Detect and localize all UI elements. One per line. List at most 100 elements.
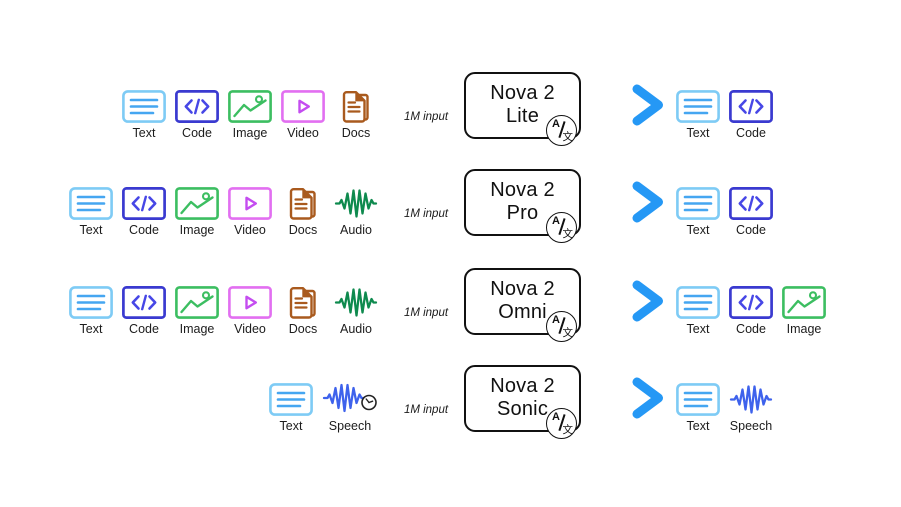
text-icon	[269, 381, 313, 417]
modality-label: Video	[234, 223, 266, 237]
image-icon	[175, 284, 219, 320]
audio-modality: Audio	[334, 167, 378, 237]
audio-icon	[334, 284, 378, 320]
modality-label: Code	[736, 126, 766, 140]
modality-label: Text	[686, 223, 710, 237]
translate-badge-icon: A 文	[546, 211, 577, 243]
audio-modality: Audio	[334, 266, 378, 336]
video-modality: Video	[281, 70, 325, 140]
text-modality: Text	[676, 167, 720, 237]
text-modality: Text	[676, 266, 720, 336]
code-modality: Code	[122, 266, 166, 336]
text-modality: Text	[269, 363, 313, 433]
modality-label: Image	[179, 223, 215, 237]
docs-icon	[334, 88, 378, 124]
modality-label: Text	[686, 126, 710, 140]
model-name-line2: Pro	[506, 202, 539, 224]
modality-label: Speech	[729, 419, 773, 433]
modality-label: Text	[279, 419, 303, 433]
model-box: Nova 2 Lite A 文	[464, 71, 581, 146]
modality-label: Speech	[328, 419, 372, 433]
docs-icon	[281, 185, 325, 221]
code-modality: Code	[175, 70, 219, 140]
input-modalities: Text Code Image Video Docs Audio	[0, 167, 378, 237]
model-box: Nova 2 Omni A 文	[464, 267, 581, 342]
output-modalities: Text Code	[676, 167, 773, 237]
output-modalities: Text Code Image	[676, 266, 826, 336]
code-icon	[122, 284, 166, 320]
badge-letter: A	[552, 313, 560, 326]
text-modality: Text	[676, 363, 720, 433]
text-icon	[676, 185, 720, 221]
code-icon	[729, 185, 773, 221]
text-icon	[676, 284, 720, 320]
modality-label: Text	[79, 322, 103, 336]
input-line-graphic	[388, 298, 464, 304]
model-name-line1: Nova 2	[490, 178, 555, 201]
modality-label: Image	[786, 322, 822, 336]
docs-modality: Docs	[281, 167, 325, 237]
modality-label: Docs	[341, 126, 371, 140]
badge-letter: A	[552, 117, 560, 130]
model-box: Nova 2 Sonic A 文	[464, 364, 581, 439]
text-icon	[122, 88, 166, 124]
model-name-line2: Sonic	[496, 398, 549, 420]
input-line: 1M input	[388, 100, 464, 123]
modality-label: Video	[234, 322, 266, 336]
image-modality: Image	[228, 70, 272, 140]
docs-modality: Docs	[281, 266, 325, 336]
video-modality: Video	[228, 266, 272, 336]
video-icon	[228, 185, 272, 221]
modality-label: Code	[129, 223, 159, 237]
text-modality: Text	[122, 70, 166, 140]
code-modality: Code	[122, 167, 166, 237]
output-modalities: Text Speech	[676, 363, 773, 433]
badge-char: 文	[562, 326, 574, 339]
input-line-label: 1M input	[403, 404, 449, 416]
video-icon	[228, 284, 272, 320]
speech-icon	[729, 381, 773, 417]
output-arrow-icon	[582, 376, 671, 420]
text-icon	[69, 185, 113, 221]
model-name-line1: Nova 2	[490, 81, 555, 104]
image-icon	[228, 88, 272, 124]
speech-modality: Speech	[729, 363, 773, 433]
modality-label: Docs	[288, 223, 318, 237]
text-modality: Text	[676, 70, 720, 140]
modality-label: Audio	[340, 322, 372, 336]
output-arrow-icon	[582, 83, 671, 127]
modality-label: Text	[79, 223, 103, 237]
docs-modality: Docs	[334, 70, 378, 140]
text-modality: Text	[69, 266, 113, 336]
speech-timed-icon	[322, 381, 378, 417]
input-line-graphic	[388, 199, 464, 205]
modality-label: Docs	[288, 322, 318, 336]
model-name-line1: Nova 2	[490, 277, 555, 300]
output-modalities: Text Code	[676, 70, 773, 140]
code-icon	[729, 284, 773, 320]
image-modality: Image	[175, 167, 219, 237]
model-row-sonic: Text Speech 1M input Nova 2 Sonic A 文	[0, 350, 901, 446]
input-line-graphic	[388, 395, 464, 401]
model-name-line1: Nova 2	[490, 374, 555, 397]
input-line-label: 1M input	[403, 208, 449, 220]
modality-label: Code	[736, 322, 766, 336]
image-modality: Image	[782, 266, 826, 336]
input-modalities: Text Speech	[0, 363, 378, 433]
input-line: 1M input	[388, 197, 464, 220]
input-line-label: 1M input	[403, 111, 449, 123]
output-arrow-icon	[582, 279, 671, 323]
input-modalities: Text Code Image Video Docs	[0, 70, 378, 140]
badge-char: 文	[562, 423, 574, 436]
video-icon	[281, 88, 325, 124]
model-name-line2: Lite	[505, 105, 540, 127]
model-name-line2: Omni	[498, 301, 547, 323]
model-row-lite: Text Code Image Video Docs 1M input Nova…	[0, 57, 901, 153]
badge-letter: A	[552, 410, 560, 423]
translate-badge-icon: A 文	[546, 114, 577, 146]
modality-label: Text	[686, 419, 710, 433]
output-arrow-icon	[582, 180, 671, 224]
translate-badge-icon: A 文	[546, 407, 577, 439]
text-icon	[676, 88, 720, 124]
